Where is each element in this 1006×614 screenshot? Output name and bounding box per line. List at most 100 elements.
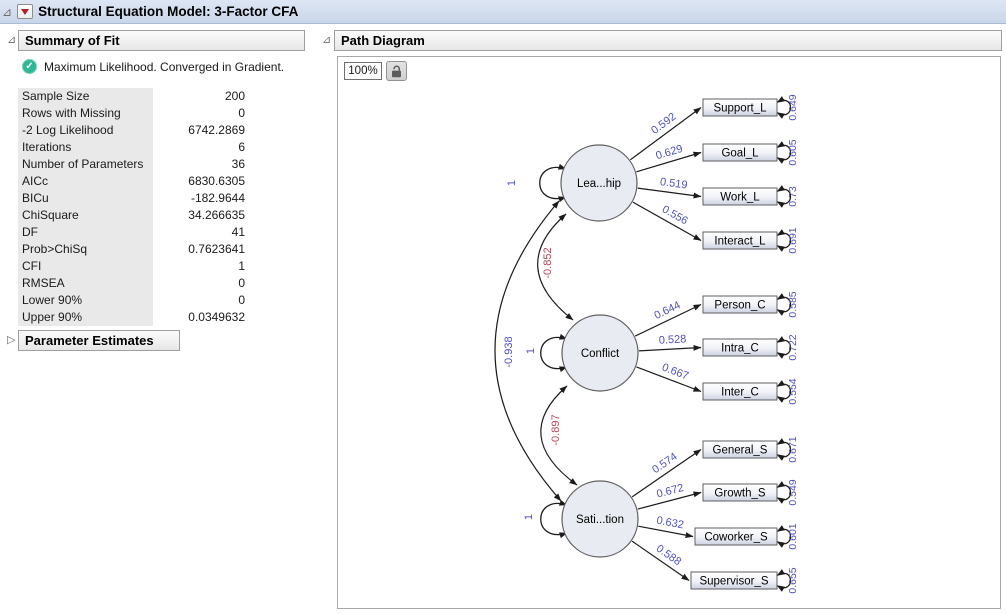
latent-factor-node[interactable] [561,314,639,392]
manifest-variable-node[interactable] [702,440,778,459]
manifest-variable-node[interactable] [702,483,778,502]
path-diagram-header[interactable]: Path Diagram [334,30,1002,51]
manifest-variable-node[interactable] [702,231,778,250]
disclosure-open-icon[interactable]: ⊿ [322,34,332,46]
factor-loading-arrow[interactable] [636,366,702,393]
factor-loading-arrow[interactable] [631,449,702,498]
manifest-variable-node[interactable] [690,571,778,590]
factor-loading-arrow[interactable] [629,107,702,161]
factor-loading-arrow[interactable] [634,303,702,337]
latent-variance-loop[interactable] [540,499,568,539]
error-variance-loop[interactable] [776,141,791,164]
diagram-lock-button[interactable] [386,61,407,81]
fit-table-row: BICu-182.9644 [18,190,253,207]
loading-estimate-label: 0.644 [652,299,682,322]
manifest-variable-node[interactable] [702,295,778,314]
error-variance-loop[interactable] [776,380,791,403]
fit-stat-value: 200 [153,88,253,105]
fit-stat-label: Rows with Missing [18,105,153,122]
fit-stat-label: -2 Log Likelihood [18,122,153,139]
factor-loading-arrow[interactable] [632,201,702,242]
error-variance-label: 0.549 [787,479,799,505]
disclosure-collapsed-icon[interactable]: ▷ [7,334,16,346]
error-variance-loop[interactable] [776,525,791,548]
factor-loading-arrow[interactable] [631,540,690,581]
error-variance-loop[interactable] [776,481,791,504]
manifest-variable-label: Goal_L [721,148,759,160]
latent-variance-loop[interactable] [539,163,567,203]
latent-variance-label: 1 [506,180,518,186]
error-variance-loop[interactable] [776,185,791,208]
loading-estimate-label: 0.632 [655,515,684,532]
factor-loading-arrow[interactable] [637,187,702,199]
latent-variance-label: 1 [525,348,537,354]
latent-factor-label: Conflict [581,348,620,360]
covariance-estimate-label: -0.897 [550,414,562,445]
fit-stat-label: Lower 90% [18,292,153,309]
diagram-zoom-field[interactable]: 100% [344,62,382,80]
factor-loading-arrow[interactable] [638,344,702,352]
fit-stat-value: 41 [153,224,253,241]
fit-stat-label: AICc [18,173,153,190]
error-variance-loop[interactable] [776,229,791,252]
manifest-variable-label: Supervisor_S [699,576,768,588]
manifest-variable-node[interactable] [702,98,778,117]
error-variance-loop[interactable] [776,569,791,592]
fit-stat-label: RMSEA [18,275,153,292]
disclosure-open-icon[interactable]: ⊿ [2,4,13,19]
loading-estimate-label: 0.528 [659,333,687,346]
loading-estimate-label: 0.574 [650,451,679,476]
fit-stat-label: Prob>ChiSq [18,241,153,258]
manifest-variable-label: Work_L [720,192,760,204]
parameter-estimates-header[interactable]: Parameter Estimates [18,330,180,351]
error-variance-label: 0.671 [787,436,799,462]
manifest-variable-node[interactable] [702,338,778,357]
disclosure-open-icon[interactable]: ⊿ [7,34,17,46]
latent-factor-node[interactable] [561,480,639,558]
report-title: Structural Equation Model: 3-Factor CFA [38,4,299,19]
manifest-variable-label: Coworker_S [704,532,768,544]
path-diagram-title: Path Diagram [341,33,425,48]
manifest-variable-node[interactable] [694,527,778,546]
factor-loading-arrow[interactable] [637,491,702,510]
factor-loading-arrow[interactable] [636,151,702,173]
red-triangle-menu-button[interactable] [17,4,34,19]
fit-stat-value: 1 [153,258,253,275]
covariance-estimate-label: -0.852 [542,247,554,278]
manifest-variable-label: General_S [713,445,768,457]
fit-table-row: Lower 90%0 [18,292,253,309]
covariance-estimate-label: -0.938 [503,336,515,367]
error-variance-loop[interactable] [776,438,791,461]
open-padlock-icon [392,65,401,78]
covariance-arrow[interactable] [540,385,578,486]
fit-stat-value: 0 [153,292,253,309]
fit-stat-label: Sample Size [18,88,153,105]
error-variance-loop[interactable] [776,336,791,359]
fit-stat-label: ChiSquare [18,207,153,224]
covariance-arrow[interactable] [494,200,562,502]
fit-stat-label: DF [18,224,153,241]
manifest-variable-node[interactable] [702,187,778,206]
fit-table-row: Upper 90%0.0349632 [18,309,253,326]
error-variance-label: 0.722 [787,334,799,360]
convergence-status: ✓ Maximum Likelihood. Converged in Gradi… [22,59,284,74]
manifest-variable-label: Support_L [713,103,767,115]
manifest-variable-node[interactable] [702,382,778,401]
fit-stat-value: 0.0349632 [153,309,253,326]
error-variance-loop[interactable] [776,96,791,119]
fit-stat-label: CFI [18,258,153,275]
error-variance-loop[interactable] [776,293,791,316]
path-diagram-svg[interactable]: Support_LGoal_LWork_LInteract_LLea...hip… [338,57,1000,608]
error-variance-label: 0.601 [787,523,799,549]
factor-loading-arrow[interactable] [638,525,694,539]
loading-estimate-label: 0.519 [659,176,688,191]
fit-stat-label: Iterations [18,139,153,156]
latent-factor-node[interactable] [560,144,638,222]
error-variance-label: 0.655 [787,567,799,593]
summary-of-fit-header[interactable]: Summary of Fit [18,30,305,51]
manifest-variable-node[interactable] [702,143,778,162]
